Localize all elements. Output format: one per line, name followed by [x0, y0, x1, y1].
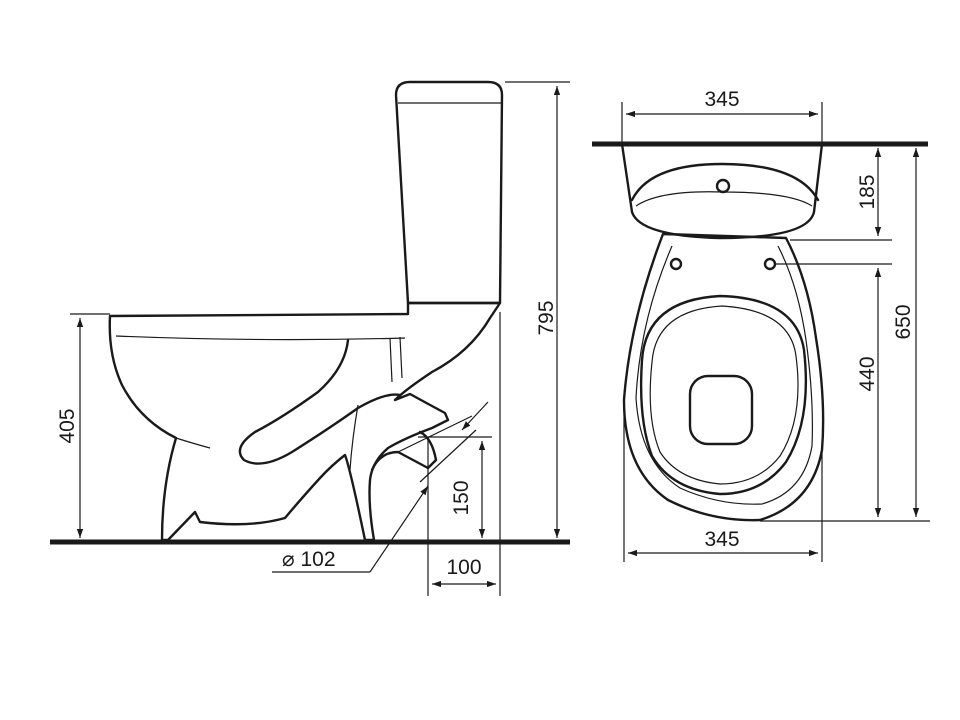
seat-line — [115, 335, 406, 341]
dim-total-depth: 650 — [892, 304, 915, 339]
seat-hinge-line — [389, 336, 403, 383]
dim-bowl-width: 345 — [704, 528, 739, 551]
trapway-outline — [238, 338, 402, 465]
trapway-inner — [349, 404, 359, 471]
tank-inner-curve — [635, 191, 813, 207]
flush-button-icon — [715, 178, 731, 194]
hinge-hole-left-icon — [669, 257, 683, 271]
bowl-top-inner — [635, 245, 813, 505]
dim-tank-depth: 185 — [856, 174, 879, 209]
seat-ring-outline — [639, 294, 808, 496]
side-view: 795 405 150 100 ⌀ 102 — [50, 80, 570, 596]
cistern-outline — [394, 80, 504, 305]
dim-outlet-diameter: ⌀ 102 — [282, 548, 336, 571]
hinge-hole-right-icon — [763, 257, 777, 271]
bowl-opening — [688, 374, 754, 446]
dim-seat-height: 405 — [56, 408, 79, 443]
dim-tank-width: 345 — [704, 88, 739, 111]
dim-outlet-offset: 100 — [446, 556, 481, 579]
dim-bowl-depth: 440 — [856, 356, 879, 391]
tank-front-curve — [630, 162, 820, 202]
tank-top-outline — [620, 142, 824, 240]
bowl-outline — [108, 301, 502, 542]
seat-ring-inner — [649, 305, 799, 485]
dim-total-height: 795 — [535, 300, 558, 335]
top-view: 345 185 440 650 345 — [592, 88, 930, 562]
dim-outlet-height: 150 — [450, 480, 473, 515]
rim-curve — [175, 437, 211, 449]
bowl-top-outline — [622, 232, 825, 522]
